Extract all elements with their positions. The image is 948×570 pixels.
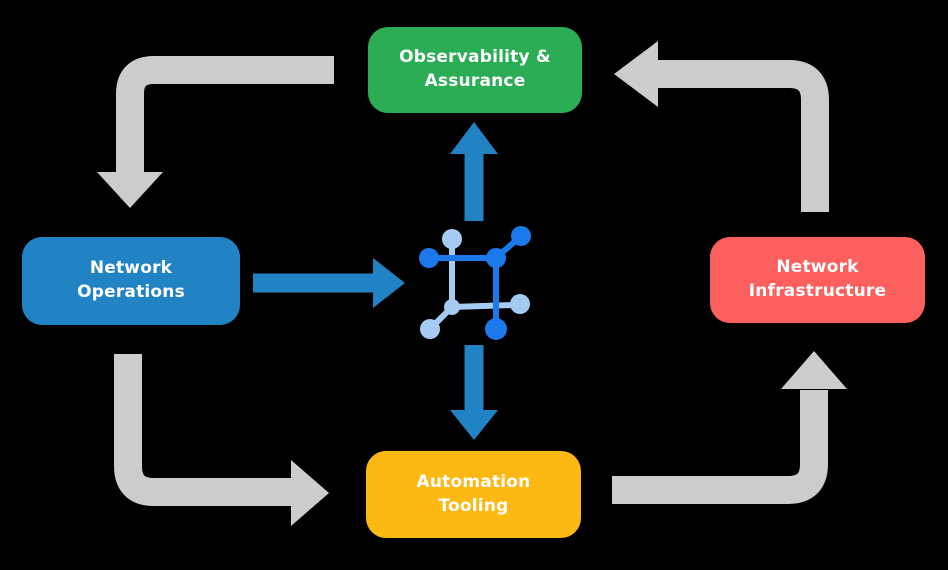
- arrow-operations-to-automation: [114, 354, 329, 526]
- icon-node: [442, 229, 462, 249]
- icon-node: [420, 319, 440, 339]
- arrow-automation-to-infrastructure: [612, 351, 847, 504]
- arrow-head: [450, 410, 498, 440]
- arrow-head: [614, 41, 658, 107]
- arrow-observability-to-operations: [97, 56, 334, 208]
- icon-node: [510, 294, 530, 314]
- arrow-shaft: [116, 56, 334, 174]
- node-network-operations: Network Operations: [22, 237, 240, 325]
- arrow-center-to-automation: [450, 345, 498, 440]
- icon-node: [511, 226, 531, 246]
- arrow-center-to-observability: [450, 122, 498, 221]
- arrow-operations-to-center: [253, 258, 405, 308]
- arrow-infrastructure-to-observability: [614, 41, 829, 212]
- arrow-head: [97, 172, 163, 208]
- arrow-head: [781, 351, 847, 389]
- arrow-shaft: [114, 354, 292, 506]
- icon-bottom-edge: [449, 302, 517, 310]
- node-label: Network Infrastructure: [748, 257, 887, 301]
- network-mesh-icon: [419, 226, 531, 340]
- icon-node: [486, 248, 506, 268]
- arrow-head: [373, 258, 405, 308]
- icon-node: [485, 318, 507, 340]
- arrow-head: [291, 460, 329, 526]
- node-label: Automation Tooling: [416, 471, 531, 516]
- node-label: Network Operations: [77, 258, 185, 302]
- node-label: Observability & Assurance: [399, 47, 551, 91]
- arrow-shaft: [657, 60, 829, 212]
- node-observability-assurance: Observability & Assurance: [368, 27, 582, 113]
- arrow-head: [450, 122, 498, 154]
- node-network-infrastructure: Network Infrastructure: [710, 237, 925, 323]
- arrow-shaft: [612, 390, 828, 504]
- icon-node: [419, 248, 439, 268]
- icon-node: [444, 299, 460, 315]
- node-automation-tooling: Automation Tooling: [366, 451, 581, 538]
